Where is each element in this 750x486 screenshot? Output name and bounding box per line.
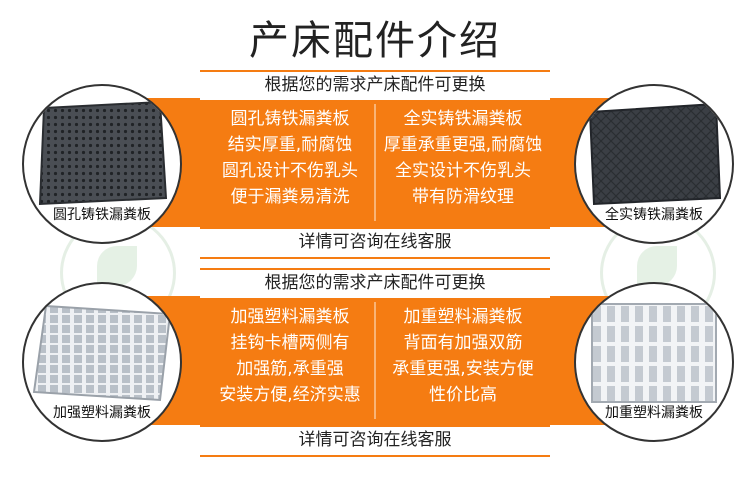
orange-double-arrow (50, 88, 700, 236)
right-features: 加重塑料漏粪板 背面有加强双筋 承重更强,安装方便 性价比高 (383, 304, 543, 408)
feature-line: 厚重承重更强,耐腐蚀 (383, 135, 543, 155)
panel-header: 根据您的需求产床配件可更换 (200, 70, 550, 102)
plastic-plate-image (32, 304, 172, 402)
panel-footer: 详情可咨询在线客服 (200, 227, 550, 259)
page-title: 产床配件介绍 (249, 18, 501, 64)
feature-line: 承重更强,安装方便 (392, 359, 534, 379)
feature-line: 全实铸铁漏粪板 (403, 109, 523, 129)
cast-iron-plate-image (38, 100, 168, 206)
product-label: 圆孔铸铁漏粪板 (53, 207, 151, 223)
left-features: 加强塑料漏粪板 挂钩卡槽两侧有 加强筋,承重强 安装方便,经济实惠 (210, 304, 370, 408)
feature-line: 便于漏粪易清洗 (230, 187, 350, 207)
feature-line: 安装方便,经济实惠 (219, 385, 361, 405)
left-features: 圆孔铸铁漏粪板 结实厚重,耐腐蚀 圆孔设计不伤乳头 便于漏粪易清洗 (210, 106, 370, 210)
panel-plastic: 根据您的需求产床配件可更换 加强塑料漏粪板 挂钩卡槽两侧有 加强筋,承重强 安装… (0, 268, 750, 457)
cast-iron-solid-plate-image (588, 102, 722, 206)
feature-line: 加重塑料漏粪板 (403, 307, 523, 327)
feature-line: 加强塑料漏粪板 (230, 307, 350, 327)
right-features: 全实铸铁漏粪板 厚重承重更强,耐腐蚀 全实设计不伤乳头 带有防滑纹理 (383, 106, 543, 210)
plastic-heavy-plate-image (591, 303, 717, 403)
panel-header: 根据您的需求产床配件可更换 (200, 268, 550, 300)
feature-line: 全实设计不伤乳头 (395, 161, 531, 181)
product-image-heavy-plastic: 加重塑料漏粪板 (574, 282, 734, 442)
feature-line: 加强筋,承重强 (236, 359, 344, 379)
orange-double-arrow (50, 286, 700, 434)
product-image-reinforced-plastic: 加强塑料漏粪板 (22, 282, 182, 442)
feature-line: 挂钩卡槽两侧有 (230, 333, 350, 353)
product-label: 全实铸铁漏粪板 (605, 207, 703, 223)
feature-line: 性价比高 (429, 385, 497, 405)
feature-line: 圆孔铸铁漏粪板 (230, 109, 350, 129)
feature-line: 结实厚重,耐腐蚀 (227, 135, 353, 155)
feature-line: 圆孔设计不伤乳头 (222, 161, 358, 181)
product-image-round-hole-iron: 圆孔铸铁漏粪板 (22, 84, 182, 244)
product-label: 加强塑料漏粪板 (53, 405, 151, 421)
product-label: 加重塑料漏粪板 (605, 405, 703, 421)
panel-footer: 详情可咨询在线客服 (200, 425, 550, 457)
feature-line: 带有防滑纹理 (412, 187, 514, 207)
product-image-solid-iron: 全实铸铁漏粪板 (574, 84, 734, 244)
feature-line: 背面有加强双筋 (403, 333, 523, 353)
panel-cast-iron: 根据您的需求产床配件可更换 圆孔铸铁漏粪板 结实厚重,耐腐蚀 圆孔设计不伤乳头 … (0, 70, 750, 259)
